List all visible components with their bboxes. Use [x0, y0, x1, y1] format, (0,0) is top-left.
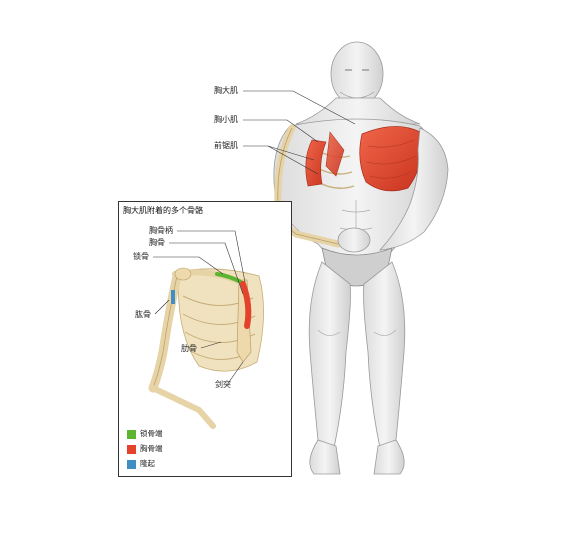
inset-label-ribs: 肋骨 [181, 344, 197, 353]
inset-label-manubrium: 胸骨柄 [149, 226, 173, 235]
inset-skeleton [148, 230, 264, 429]
label-serratus: 前锯肌 [214, 141, 238, 150]
legend-swatch-blue [127, 459, 136, 469]
inset-title: 胸大肌附着的多个骨骼 [123, 206, 203, 215]
legend-item-clavicular: 锁骨端 [127, 429, 163, 439]
legend-item-tuberosity: 隆起 [127, 459, 155, 469]
label-pec-major: 胸大肌 [214, 86, 238, 95]
inset-panel: 胸大肌附着的多个骨骼 [118, 201, 292, 477]
legend-item-sternal: 胸骨端 [127, 444, 163, 454]
legend-label: 胸骨端 [140, 444, 163, 453]
legend-swatch-green [127, 429, 136, 439]
inset-label-clavicle: 锁骨 [133, 252, 149, 261]
legend-swatch-red [127, 444, 136, 454]
inset-label-xiphoid: 剑突 [215, 380, 231, 389]
inset-label-sternum: 胸骨 [149, 238, 165, 247]
legend-label: 隆起 [140, 459, 155, 468]
inset-label-humerus: 肱骨 [135, 310, 151, 319]
legend-label: 锁骨端 [140, 429, 163, 438]
label-pec-minor: 胸小肌 [214, 115, 238, 124]
